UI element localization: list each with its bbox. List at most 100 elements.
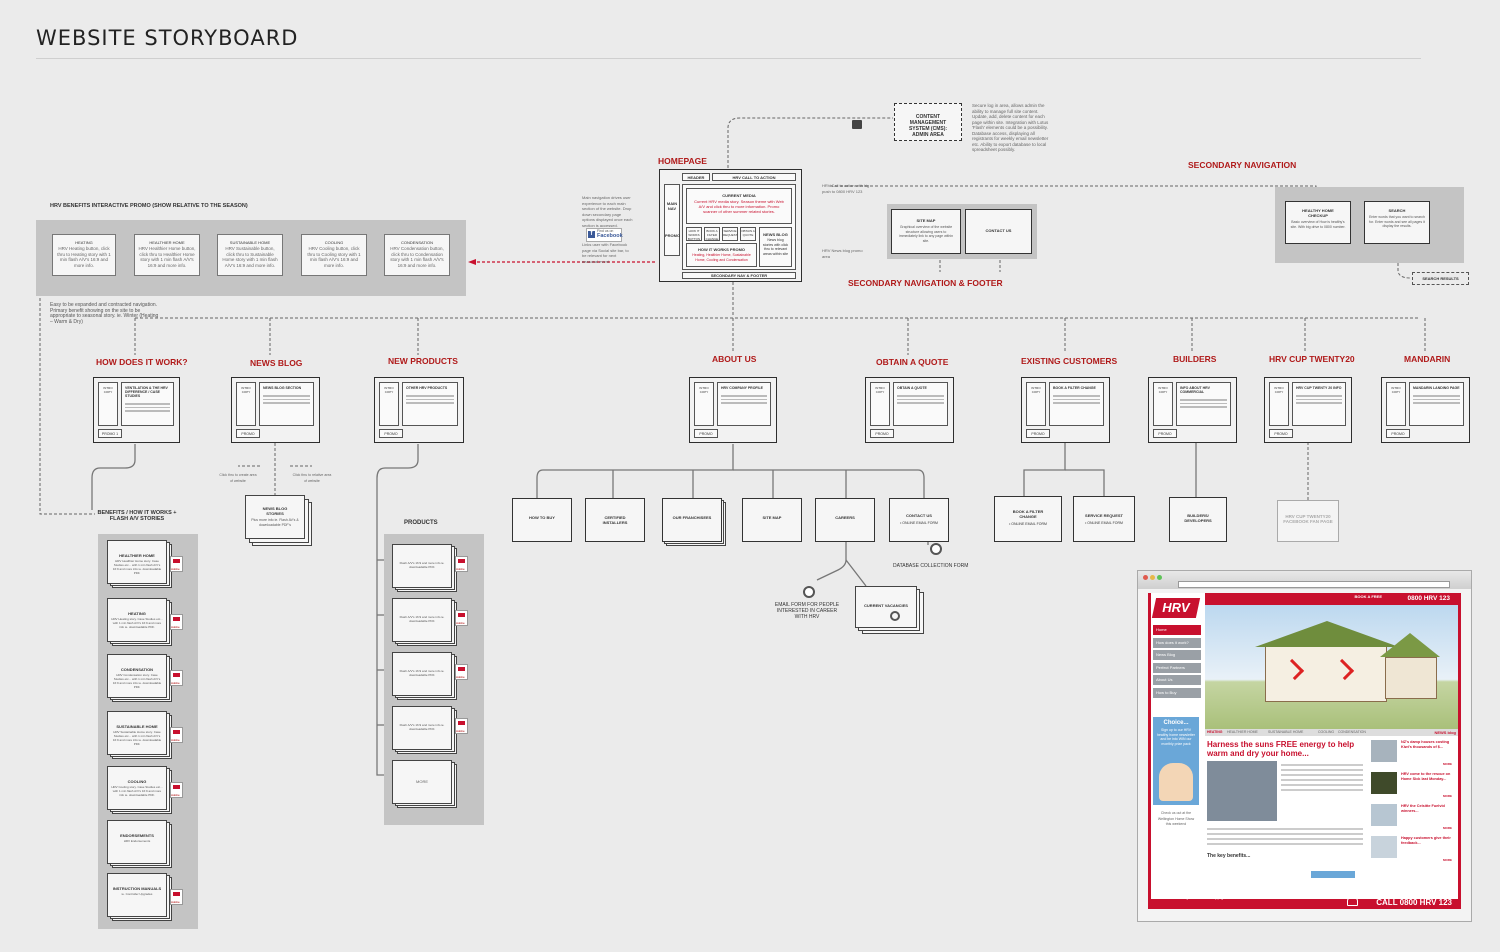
homepage-wireframe[interactable]: HEADER HRV CALL TO ACTION MAIN NAV PROMO…: [659, 169, 802, 282]
benefit-title: SUSTAINABLE HOME: [229, 240, 271, 245]
site-nav-item[interactable]: About Us: [1153, 675, 1201, 685]
facebook-badge[interactable]: f Find us on Facebook: [586, 228, 623, 242]
about-child-box[interactable]: CONTACT US• ONLINE EMAIL FORM: [889, 498, 949, 542]
service-request-box[interactable]: SERVICE REQUEST • ONLINE EMAIL FORM: [1073, 496, 1135, 542]
news-more-link[interactable]: MORE: [1443, 858, 1452, 862]
product-box[interactable]: Flash A/V's 16:9 and more info ie. downl…: [392, 598, 452, 642]
benefit-story-title: COOLING: [127, 779, 147, 784]
current-vacancies-box[interactable]: CURRENT VACANCIES: [855, 586, 917, 628]
more-info-button[interactable]: [1311, 871, 1355, 878]
hero-house-image: [1205, 605, 1458, 729]
news-more-link[interactable]: MORE: [1443, 794, 1452, 798]
about-child-box[interactable]: SITE MAP: [742, 498, 802, 542]
pdf-icon[interactable]: [170, 614, 183, 630]
about-child-box[interactable]: OUR FRANCHISEES: [662, 498, 722, 542]
pdf-icon[interactable]: [455, 718, 468, 734]
browser-address-bar[interactable]: [1178, 581, 1450, 588]
news-thumbnail[interactable]: [1371, 772, 1397, 794]
product-box[interactable]: Flash A/V's 16:9 and more info ie. downl…: [392, 544, 452, 588]
benefit-cooling[interactable]: COOLING HRV Cooling button, click thru t…: [301, 234, 367, 276]
more-products-box[interactable]: MORE: [392, 760, 452, 804]
news-more-link[interactable]: MORE: [1443, 826, 1452, 830]
twenty20-facebook-box[interactable]: HRV CUP TWENTY20 FACEBOOK FAN PAGE: [1277, 500, 1339, 542]
cms-box[interactable]: CONTENT MANAGEMENT SYSTEM (CMS): ADMIN A…: [894, 103, 962, 141]
healthy-home-checkup-box[interactable]: HEALTHY HOME CHECKUP Basic overview of H…: [1285, 201, 1351, 244]
footer-links[interactable]: CONTACT US | SITEMAP: [1163, 896, 1205, 900]
site-nav-item[interactable]: How does it work?: [1153, 637, 1201, 648]
tab-sustainable-home[interactable]: SUSTAINABLE HOME: [1268, 730, 1304, 734]
pdf-icon[interactable]: [170, 670, 183, 686]
how-it-works-button[interactable]: HOW IT WORKS BUTTON: [686, 227, 702, 241]
call-number[interactable]: CALL 0800 HRV 123: [1376, 898, 1452, 907]
tab-heating[interactable]: HEATING: [1207, 730, 1223, 734]
obtain-quote-button[interactable]: OBTAIN A QUOTE: [740, 227, 756, 241]
benefit-healthier-home[interactable]: HEALTHIER HOME HRV Healthier Home button…: [134, 234, 200, 276]
site-nav-item[interactable]: How to Buy: [1153, 687, 1201, 698]
pdf-icon[interactable]: [170, 556, 183, 572]
benefit-heating[interactable]: HEATING HRV Heating button, click thru t…: [52, 234, 116, 276]
pdf-icon[interactable]: [170, 782, 183, 798]
contact-us-box[interactable]: CONTACT US: [965, 209, 1032, 254]
pdf-icon[interactable]: [455, 610, 468, 626]
benefit-sustainable-home[interactable]: SUSTAINABLE HOME HRV Sustainable button,…: [217, 234, 283, 276]
pdf-icon[interactable]: [455, 556, 468, 572]
browser-maximize-icon[interactable]: [1157, 575, 1162, 580]
pdf-icon[interactable]: [170, 727, 183, 743]
product-box[interactable]: Flash A/V's 16:9 and more info ie. downl…: [392, 706, 452, 750]
section-heading: MANDARIN: [1404, 354, 1451, 364]
news-blog-tab[interactable]: NEWS blog: [1434, 730, 1456, 735]
news-blog-stories-box[interactable]: NEWS BLOG STORIES Plus more info ie. Fla…: [245, 495, 305, 539]
search-box[interactable]: SEARCH Enter words that you want to sear…: [1364, 201, 1430, 244]
news-headline[interactable]: Happy customers give their feedback...: [1401, 836, 1451, 845]
news-thumbnail[interactable]: [1371, 740, 1397, 762]
top-phone[interactable]: 0800 HRV 123: [1407, 595, 1450, 602]
site-nav-item[interactable]: News Blog: [1153, 650, 1201, 660]
site-map-box[interactable]: SITE MAP Graphical overview of the websi…: [891, 209, 961, 254]
site-nav-item[interactable]: Home: [1153, 625, 1201, 635]
about-child-box[interactable]: CAREERS: [815, 498, 875, 542]
news-thumbnail[interactable]: [1371, 804, 1397, 826]
browser-close-icon[interactable]: [1143, 575, 1148, 580]
pdf-icon[interactable]: [170, 889, 183, 905]
benefit-condensation[interactable]: CONDENSATION HRV Condensation button, cl…: [384, 234, 450, 276]
tab-condensation[interactable]: CONDENSATION: [1338, 730, 1366, 734]
book-filter-button[interactable]: BOOK A FILTER CHANGE: [704, 227, 720, 241]
product-box[interactable]: Flash A/V's 16:9 and more info ie. downl…: [392, 652, 452, 696]
tab-cooling[interactable]: COOLING: [1318, 730, 1335, 734]
news-more-link[interactable]: MORE: [1443, 762, 1452, 766]
service-request-button[interactable]: SERVICE REQUEST: [722, 227, 738, 241]
news-headline[interactable]: HRV come to the rescue on Home Sick last…: [1401, 772, 1451, 781]
builders-developers-box[interactable]: BUILDERS/ DEVELOPERS: [1169, 497, 1227, 542]
about-child-box[interactable]: CERTIFIED INSTALLERS: [585, 498, 645, 542]
browser-minimize-icon[interactable]: [1150, 575, 1155, 580]
news-headline[interactable]: HRV the Celsitte Fuelvid winners...: [1401, 804, 1445, 813]
book-free-label[interactable]: BOOK A FREE: [1354, 594, 1382, 599]
promo-label: PROMO: [699, 432, 713, 436]
search-results-box[interactable]: SEARCH RESULTS: [1412, 272, 1469, 285]
hrv-logo[interactable]: HRV: [1151, 598, 1201, 618]
tab-healthier-home[interactable]: HEALTHIER HOME: [1227, 730, 1258, 734]
pdf-icon[interactable]: [455, 664, 468, 680]
news-blog-right-note: Click thru to relative area of website: [292, 473, 332, 483]
news-headline[interactable]: NZ's damp houses costing Kiwi's thousand…: [1401, 740, 1450, 749]
site-nav-item[interactable]: Perfect Partners: [1153, 662, 1201, 673]
news-thumbnail[interactable]: [1371, 836, 1397, 858]
about-child-box[interactable]: HOW TO BUY: [512, 498, 572, 542]
book-filter-change-box[interactable]: BOOK A FILTER CHANGE • ONLINE EMAIL FORM: [994, 496, 1062, 542]
